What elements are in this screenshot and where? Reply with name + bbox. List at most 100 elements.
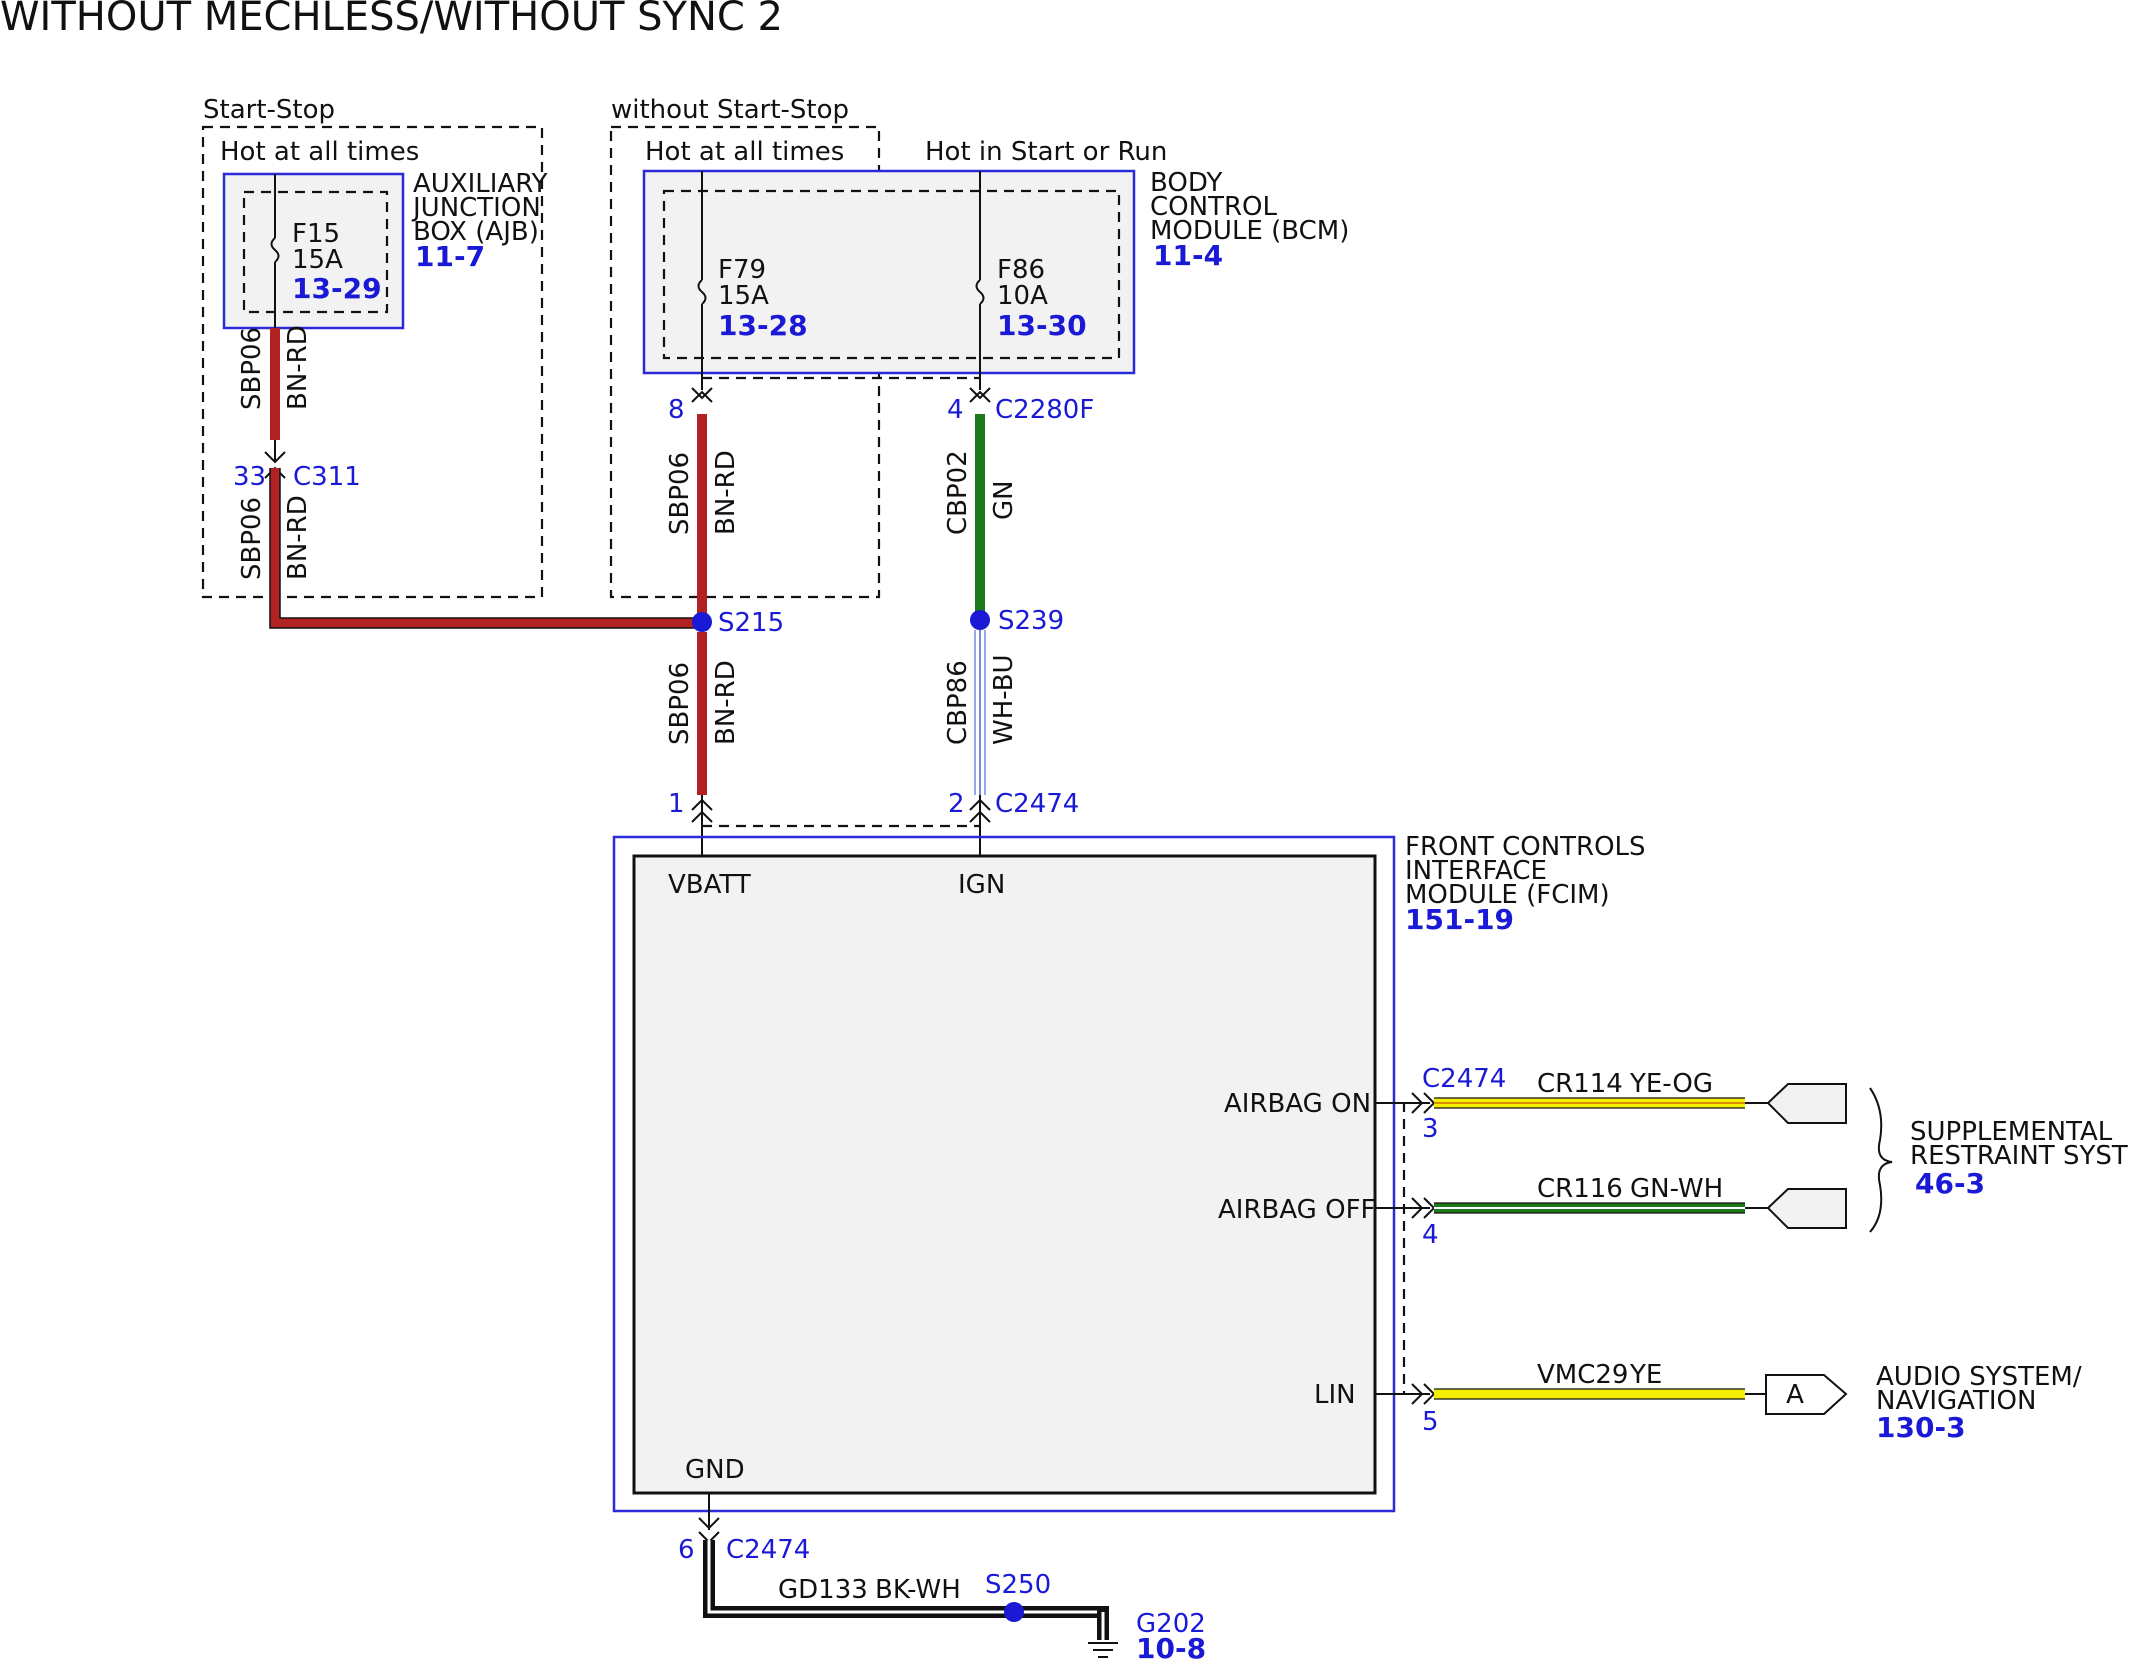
bcm-page-ref[interactable]: 11-4 bbox=[1153, 239, 1223, 272]
ajb-module-box bbox=[222, 172, 405, 330]
bcm-pin8-connector-icon bbox=[691, 387, 713, 403]
fcim-page-ref[interactable]: 151-19 bbox=[1405, 903, 1514, 936]
lin-pin: 5 bbox=[1422, 1407, 1439, 1437]
fcim-name-line1: FRONT CONTROLS bbox=[1405, 832, 1646, 862]
bcm-module-box bbox=[642, 169, 1136, 375]
ground-page-ref[interactable]: 10-8 bbox=[1136, 1632, 1206, 1659]
wire-circuit-vbatt-feed: SBP06 bbox=[665, 662, 695, 745]
srs-name-line1: SUPPLEMENTAL bbox=[1910, 1117, 2113, 1147]
gnd-pin: 6 bbox=[678, 1535, 695, 1565]
wire-circuit-ign-feed: CBP86 bbox=[943, 660, 973, 745]
airbag-off-destination-arrow bbox=[1766, 1188, 1847, 1229]
wire-circuit-airbag-on: CR114 bbox=[1537, 1069, 1623, 1099]
vbatt-pin: 1 bbox=[668, 789, 685, 819]
c311-connector-icon bbox=[264, 440, 286, 464]
audio-name-line2: NAVIGATION bbox=[1876, 1386, 2036, 1416]
wire-circuit-lin: VMC29 bbox=[1537, 1360, 1628, 1390]
fuse-rating-f86: 10A bbox=[997, 281, 1048, 311]
f15-fuse-icon bbox=[270, 237, 280, 263]
power-label-start-run: Hot in Start or Run bbox=[925, 137, 1167, 167]
fcim-pin-lin: LIN bbox=[1314, 1380, 1356, 1410]
c311-name: C311 bbox=[293, 462, 361, 492]
wire-color-ign-feed: WH-BU bbox=[989, 654, 1019, 745]
splice-s250-label: S250 bbox=[985, 1570, 1051, 1600]
c311-pin: 33 bbox=[233, 462, 266, 492]
ajb-name-line1: AUXILIARY bbox=[413, 169, 548, 199]
audio-arrow-label: A bbox=[1786, 1380, 1804, 1410]
airbag-on-destination-arrow bbox=[1766, 1083, 1847, 1124]
wire-color-ajb-top: BN-RD bbox=[283, 325, 313, 410]
airbag-off-pin: 4 bbox=[1422, 1220, 1439, 1250]
wire-color-f79-out: BN-RD bbox=[711, 450, 741, 535]
power-label-bcm: Hot at all times bbox=[645, 137, 844, 167]
wire-color-vbatt-feed: BN-RD bbox=[711, 660, 741, 745]
wire-circuit-airbag-off: CR116 bbox=[1537, 1174, 1623, 1204]
bcm-pin8: 8 bbox=[668, 395, 685, 425]
ajb-inner-dashed bbox=[242, 190, 389, 314]
wire-color-lin: YE bbox=[1629, 1360, 1662, 1390]
bcm-name-line3: MODULE (BCM) bbox=[1150, 216, 1349, 246]
wire-circuit-f86-out: CBP02 bbox=[943, 450, 973, 535]
fcim-pin-vbatt: VBATT bbox=[668, 870, 751, 900]
bcm-name-line2: CONTROL bbox=[1150, 192, 1277, 222]
fcim-pin-airbag-on: AIRBAG ON bbox=[1224, 1089, 1371, 1119]
wire-circuit-f79-out: SBP06 bbox=[665, 452, 695, 535]
bcm-name-line1: BODY bbox=[1150, 168, 1222, 198]
wire-ajb-bottom bbox=[270, 468, 700, 628]
f86-fuse-icon bbox=[975, 279, 985, 305]
fuse-id-f15: F15 bbox=[292, 219, 340, 249]
wire-airbag-on-outline bbox=[1434, 1097, 1745, 1109]
c2280f-name: C2280F bbox=[995, 395, 1094, 425]
splice-s239 bbox=[970, 610, 990, 630]
wire-circuit-ajb-bottom: SBP06 bbox=[237, 497, 267, 580]
srs-page-ref[interactable]: 46-3 bbox=[1915, 1167, 1985, 1200]
fcim-pin-airbag-off: AIRBAG OFF bbox=[1218, 1195, 1375, 1225]
wire-circuit-ground: GD133 bbox=[778, 1575, 868, 1605]
wire-ground-white-tracer bbox=[707, 1540, 1097, 1614]
wire-color-airbag-on: YE-OG bbox=[1629, 1069, 1713, 1099]
fcim-name-line3: MODULE (FCIM) bbox=[1405, 880, 1610, 910]
wire-color-ajb-bottom: BN-RD bbox=[283, 495, 313, 580]
ajb-name-line2: JUNCTION bbox=[411, 193, 541, 223]
group-label-without-start-stop: without Start-Stop bbox=[611, 95, 849, 125]
bcm-inner-dashed bbox=[662, 189, 1121, 360]
ign-connector-name: C2474 bbox=[995, 789, 1079, 819]
wire-airbag-off-outline bbox=[1434, 1202, 1745, 1214]
fuse-rating-f15: 15A bbox=[292, 245, 343, 275]
ajb-page-ref[interactable]: 11-7 bbox=[415, 240, 485, 273]
wire-lin-outline bbox=[1434, 1388, 1745, 1400]
fuse-ref-f79[interactable]: 13-28 bbox=[718, 309, 808, 342]
wire-color-f86-out: GN bbox=[989, 480, 1019, 520]
fcim-inner-box bbox=[632, 854, 1377, 1495]
wire-ajb-bottom-outline bbox=[269, 468, 700, 629]
fuse-rating-f79: 15A bbox=[718, 281, 769, 311]
airbag-on-connector-name: C2474 bbox=[1422, 1064, 1506, 1094]
fuse-ref-f15[interactable]: 13-29 bbox=[292, 272, 382, 305]
fcim-pin-gnd: GND bbox=[685, 1455, 745, 1485]
c2280f-pin: 4 bbox=[947, 395, 964, 425]
start-stop-group-box bbox=[201, 125, 544, 599]
fcim-name-line2: INTERFACE bbox=[1405, 856, 1547, 886]
c2280f-connector-icon bbox=[969, 387, 991, 403]
wire-color-ground: BK-WH bbox=[875, 1575, 961, 1605]
srs-brace-icon bbox=[1869, 1087, 1893, 1233]
ground-symbol-icon bbox=[1088, 1642, 1118, 1658]
ajb-name-line3: BOX (AJB) bbox=[413, 217, 539, 247]
airbag-on-pin: 3 bbox=[1422, 1114, 1439, 1144]
audio-name-line1: AUDIO SYSTEM/ bbox=[1876, 1362, 2082, 1392]
gnd-connector-name: C2474 bbox=[726, 1535, 810, 1565]
splice-s215-label: S215 bbox=[718, 608, 784, 638]
splice-s215 bbox=[692, 612, 712, 632]
srs-name-line2: RESTRAINT SYSTEM bbox=[1910, 1141, 2130, 1171]
fcim-module-box bbox=[612, 835, 1396, 1513]
fuse-ref-f86[interactable]: 13-30 bbox=[997, 309, 1087, 342]
diagram-title: WITHOUT MECHLESS/WITHOUT SYNC 2 bbox=[0, 0, 783, 40]
ign-pin: 2 bbox=[948, 789, 965, 819]
splice-s239-label: S239 bbox=[998, 606, 1064, 636]
fuse-id-f79: F79 bbox=[718, 255, 766, 285]
wire-color-airbag-off: GN-WH bbox=[1630, 1174, 1723, 1204]
fuse-id-f86: F86 bbox=[997, 255, 1045, 285]
audio-page-ref[interactable]: 130-3 bbox=[1876, 1411, 1966, 1444]
group-label-start-stop: Start-Stop bbox=[203, 95, 335, 125]
